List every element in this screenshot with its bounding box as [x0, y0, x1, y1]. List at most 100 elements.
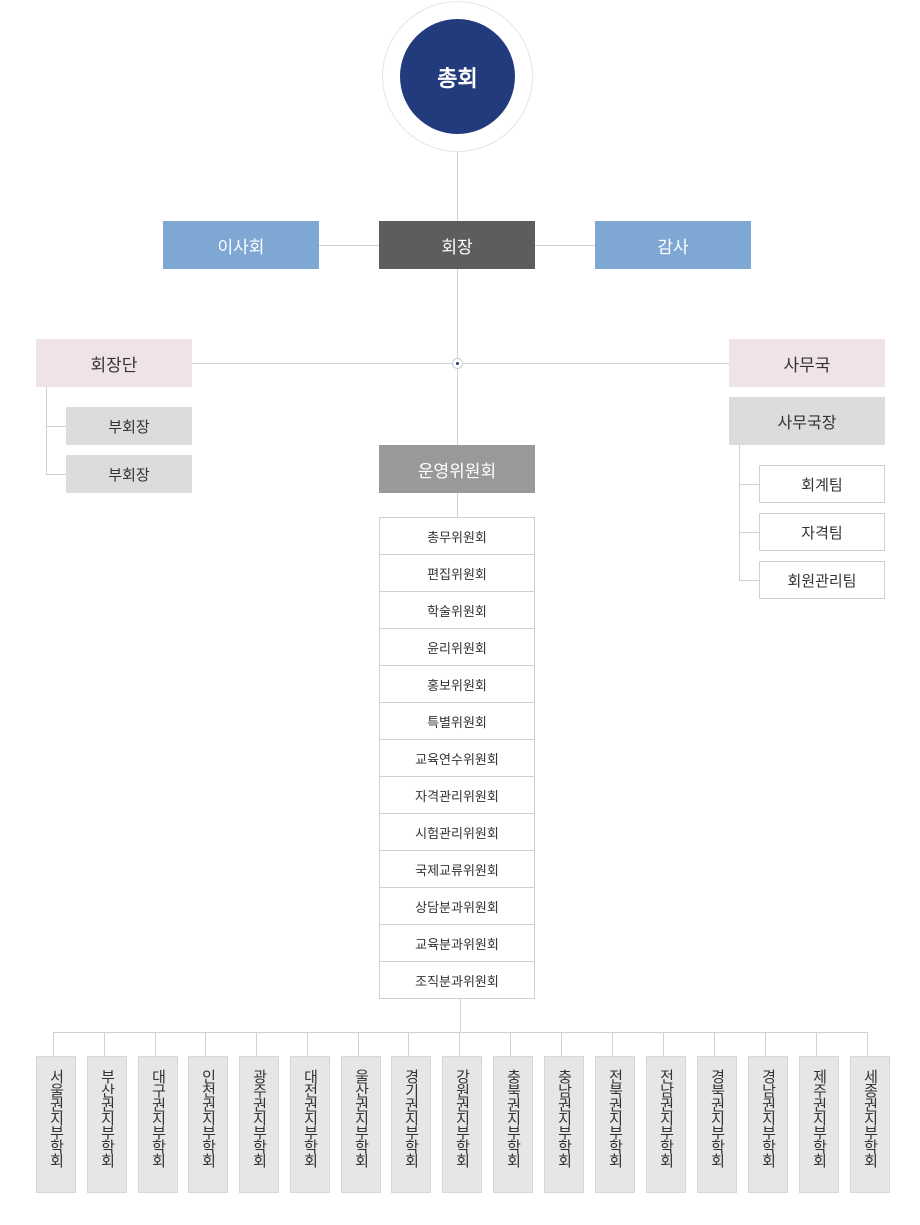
branch-tick: [867, 1032, 868, 1056]
branch-tick: [612, 1032, 613, 1056]
secretary-general-label: 사무국장: [777, 413, 837, 432]
branch-label: 광주권지부학회: [250, 1069, 269, 1167]
branch-label: 인천권지부학회: [199, 1069, 218, 1167]
connector-line: [739, 580, 759, 581]
branch-box: 충북권지부학회: [493, 1056, 533, 1193]
board-box: 이사회: [163, 221, 319, 269]
committee-label: 국제교류위원회: [415, 863, 499, 879]
committee-label: 교육연수위원회: [415, 752, 499, 768]
committee-item: 총무위원회: [379, 517, 535, 555]
committee-label: 조직분과위원회: [415, 974, 499, 990]
vice-president-label: 부회장: [108, 417, 150, 436]
connector-line: [457, 268, 458, 446]
branch-label: 울산권지부학회: [352, 1069, 371, 1167]
branch-box: 대구권지부학회: [138, 1056, 178, 1193]
branch-box: 경북권지부학회: [697, 1056, 737, 1193]
steering-committee-box: 운영위원회: [379, 445, 535, 493]
branch-label: 세종권지부학회: [861, 1069, 880, 1167]
branch-box: 제주권지부학회: [799, 1056, 839, 1193]
committee-label: 편집위원회: [427, 567, 487, 583]
branch-label: 제주권지부학회: [810, 1069, 829, 1167]
auditor-box: 감사: [595, 221, 751, 269]
branch-box: 인천권지부학회: [188, 1056, 228, 1193]
connector-line: [739, 532, 759, 533]
branch-label: 대전권지부학회: [301, 1069, 320, 1167]
connector-line: [460, 998, 461, 1032]
connector-line: [318, 245, 380, 246]
steering-committee-label: 운영위원회: [417, 461, 497, 482]
committee-item: 홍보위원회: [379, 665, 535, 703]
committee-item: 교육연수위원회: [379, 739, 535, 777]
branch-tick: [765, 1032, 766, 1056]
team-label: 회계팀: [801, 475, 843, 494]
branch-label: 충남권지부학회: [555, 1069, 574, 1167]
committee-item: 자격관리위원회: [379, 776, 535, 814]
committee-item: 윤리위원회: [379, 628, 535, 666]
branch-box: 세종권지부학회: [850, 1056, 890, 1193]
committee-item: 교육분과위원회: [379, 924, 535, 962]
committee-item: 시험관리위원회: [379, 813, 535, 851]
junction-dot: [452, 358, 463, 369]
team-box: 자격팀: [759, 513, 885, 551]
branch-box: 울산권지부학회: [341, 1056, 381, 1193]
presidium-box: 회장단: [36, 339, 192, 387]
general-assembly-node: 총회: [382, 1, 533, 152]
branch-label: 경기권지부학회: [402, 1069, 421, 1167]
committee-label: 총무위원회: [427, 530, 487, 546]
committee-item: 학술위원회: [379, 591, 535, 629]
secretariat-label: 사무국: [783, 355, 831, 376]
committee-item: 상담분과위원회: [379, 887, 535, 925]
general-assembly-label: 총회: [437, 66, 478, 92]
branch-tick: [561, 1032, 562, 1056]
branch-label: 강원권지부학회: [453, 1069, 472, 1167]
committee-item: 조직분과위원회: [379, 961, 535, 999]
branch-box: 전남권지부학회: [646, 1056, 686, 1193]
branch-box: 충남권지부학회: [544, 1056, 584, 1193]
branch-box: 강원권지부학회: [442, 1056, 482, 1193]
presidium-label: 회장단: [90, 355, 138, 376]
branch-tick: [663, 1032, 664, 1056]
branch-bus-line: [53, 1032, 868, 1033]
branch-tick: [104, 1032, 105, 1056]
branch-tick: [53, 1032, 54, 1056]
secretariat-box: 사무국: [729, 339, 885, 387]
branch-label: 부산권지부학회: [98, 1069, 117, 1167]
committee-label: 자격관리위원회: [415, 789, 499, 805]
branch-box: 전북권지부학회: [595, 1056, 635, 1193]
team-box: 회원관리팀: [759, 561, 885, 599]
connector-line: [739, 444, 740, 581]
branch-box: 경남권지부학회: [748, 1056, 788, 1193]
branch-label: 전북권지부학회: [606, 1069, 625, 1167]
branch-box: 서울권지부학회: [36, 1056, 76, 1193]
branch-label: 경북권지부학회: [708, 1069, 727, 1167]
branch-label: 대구권지부학회: [149, 1069, 168, 1167]
connector-line: [534, 245, 596, 246]
team-label: 자격팀: [801, 523, 843, 542]
branch-tick: [408, 1032, 409, 1056]
committee-label: 학술위원회: [427, 604, 487, 620]
connector-line: [457, 492, 458, 518]
connector-line: [739, 484, 759, 485]
committee-label: 윤리위원회: [427, 641, 487, 657]
branch-box: 광주권지부학회: [239, 1056, 279, 1193]
branch-label: 경남권지부학회: [759, 1069, 778, 1167]
general-assembly-circle: 총회: [400, 19, 515, 134]
branch-label: 충북권지부학회: [504, 1069, 523, 1167]
vice-president-label: 부회장: [108, 465, 150, 484]
president-box: 회장: [379, 221, 535, 269]
committee-label: 상담분과위원회: [415, 900, 499, 916]
branch-tick: [205, 1032, 206, 1056]
branch-box: 부산권지부학회: [87, 1056, 127, 1193]
branch-tick: [307, 1032, 308, 1056]
connector-line: [457, 150, 458, 222]
vice-president-box: 부회장: [66, 455, 192, 493]
committee-label: 교육분과위원회: [415, 937, 499, 953]
team-label: 회원관리팀: [787, 571, 857, 590]
committee-label: 홍보위원회: [427, 678, 487, 694]
secretary-general-box: 사무국장: [729, 397, 885, 445]
vice-president-box: 부회장: [66, 407, 192, 445]
connector-line: [46, 426, 66, 427]
committee-label: 시험관리위원회: [415, 826, 499, 842]
president-label: 회장: [441, 237, 473, 258]
branch-box: 대전권지부학회: [290, 1056, 330, 1193]
